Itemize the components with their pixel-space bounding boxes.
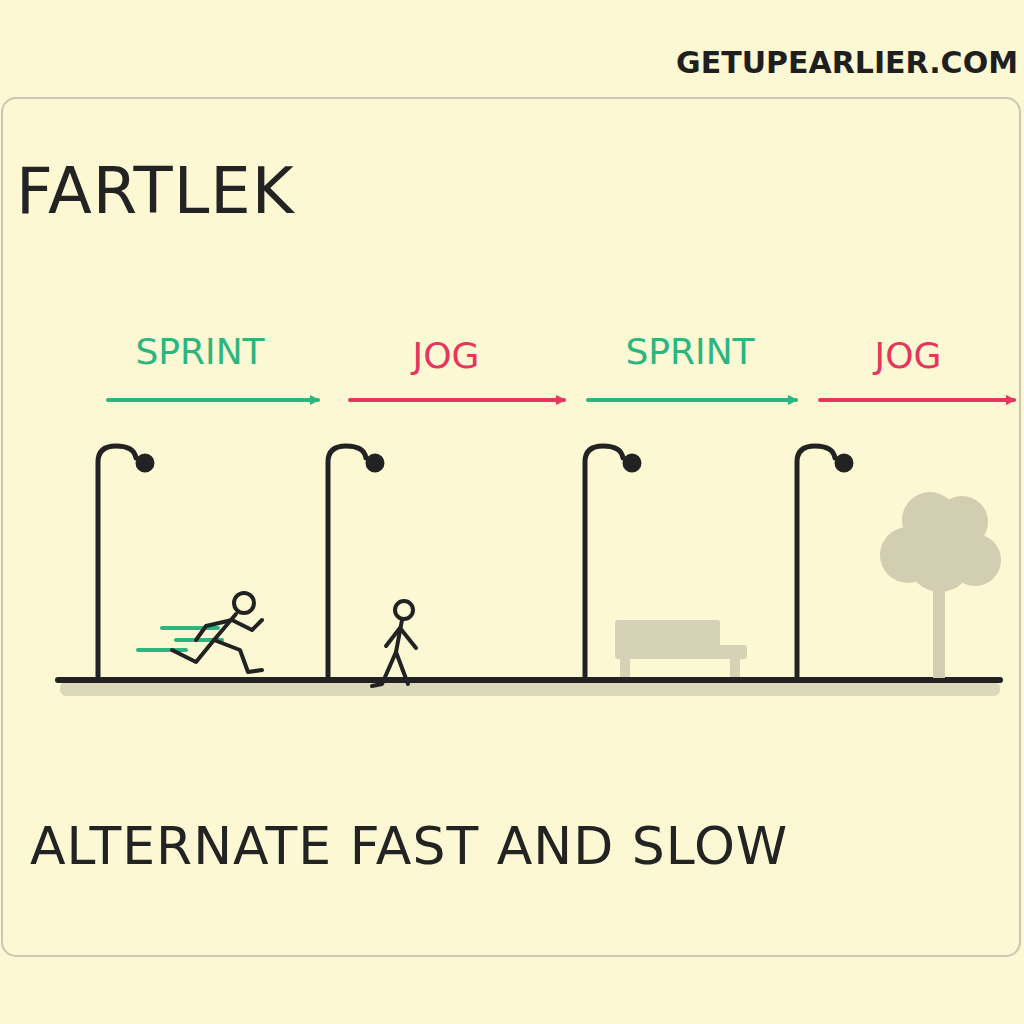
sprint-arrow (588, 398, 796, 402)
phase-label: SPRINT (135, 332, 264, 372)
jog-arrow (350, 398, 564, 402)
diagram-title: FARTLEK (16, 156, 295, 226)
phase-label: JOG (413, 336, 480, 376)
sprinting-runner (172, 593, 262, 672)
watermark: GETUPEARLIER.COM (676, 46, 1018, 79)
jog-arrow (820, 398, 1014, 402)
lamp-posts (98, 446, 851, 676)
phase-label: SPRINT (625, 332, 754, 372)
phase-label: JOG (875, 336, 942, 376)
bench (615, 620, 747, 677)
diagram-caption: ALTERNATE FAST AND SLOW (30, 818, 788, 875)
tree (880, 492, 1001, 678)
ground-shadow (60, 682, 1000, 696)
panel (2, 98, 1020, 956)
phase-arrows (108, 398, 1014, 402)
ground-line (58, 677, 1000, 683)
jogging-walker (372, 601, 416, 686)
sprint-arrow (108, 398, 318, 402)
